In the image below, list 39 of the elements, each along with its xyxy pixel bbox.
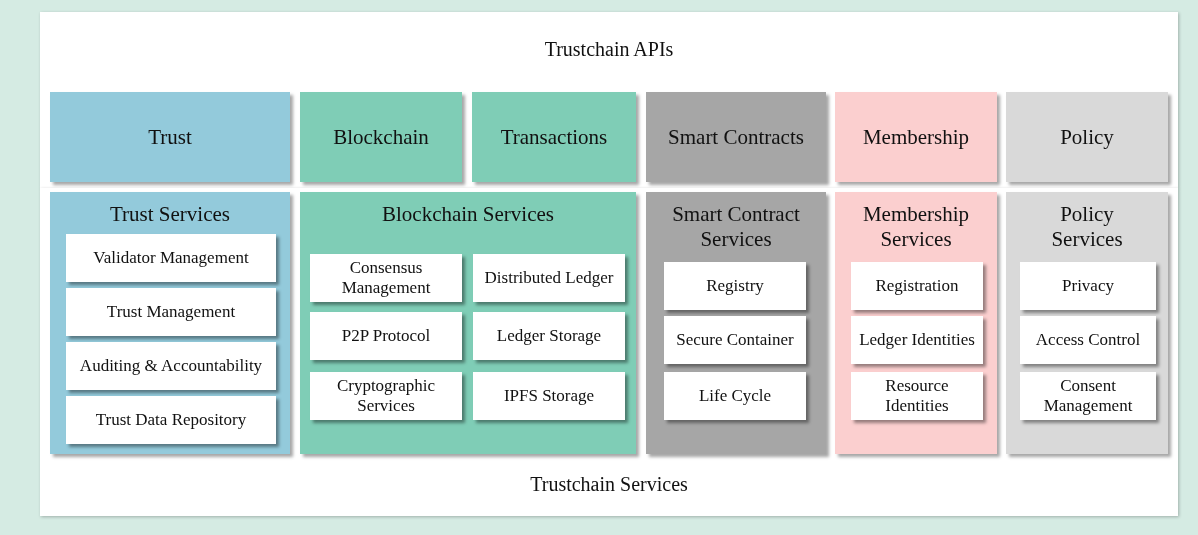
service-box: IPFS Storage xyxy=(473,372,625,420)
group-title: Smart Contract Services xyxy=(671,202,801,253)
api-box: Transactions xyxy=(472,92,636,182)
service-box: Resource Identities xyxy=(851,372,983,420)
service-box: Life Cycle xyxy=(664,372,806,420)
api-box: Trust xyxy=(50,92,290,182)
service-group-panel xyxy=(646,192,826,454)
service-box: Consensus Management xyxy=(310,254,462,302)
layer-panel xyxy=(40,12,1178,188)
service-group-panel xyxy=(835,192,997,454)
service-box: Consent Management xyxy=(1020,372,1156,420)
api-box: Policy xyxy=(1006,92,1168,182)
service-box: P2P Protocol xyxy=(310,312,462,360)
service-group-panel xyxy=(300,192,636,454)
group-title: Blockchain Services xyxy=(381,202,555,228)
service-box: Trust Data Repository xyxy=(66,396,276,444)
group-title: Membership Services xyxy=(861,202,971,253)
service-box: Cryptographic Services xyxy=(310,372,462,420)
group-title: Policy Services xyxy=(1050,202,1124,253)
layer-title: Trustchain APIs xyxy=(544,38,674,61)
api-box: Blockchain xyxy=(300,92,462,182)
service-box: Validator Management xyxy=(66,234,276,282)
api-box: Membership xyxy=(835,92,997,182)
service-box: Ledger Storage xyxy=(473,312,625,360)
service-box: Ledger Identities xyxy=(851,316,983,364)
layer-title: Trustchain Services xyxy=(530,473,688,496)
service-box: Trust Management xyxy=(66,288,276,336)
service-box: Privacy xyxy=(1020,262,1156,310)
service-box: Secure Container xyxy=(664,316,806,364)
group-title: Trust Services xyxy=(109,202,231,228)
service-box: Access Control xyxy=(1020,316,1156,364)
api-box: Smart Contracts xyxy=(646,92,826,182)
service-box: Distributed Ledger xyxy=(473,254,625,302)
service-group-panel xyxy=(1006,192,1168,454)
service-box: Registry xyxy=(664,262,806,310)
service-box: Registration xyxy=(851,262,983,310)
service-box: Auditing & Accountability xyxy=(66,342,276,390)
service-group-panel xyxy=(50,192,290,454)
layer-panel xyxy=(40,188,1178,516)
